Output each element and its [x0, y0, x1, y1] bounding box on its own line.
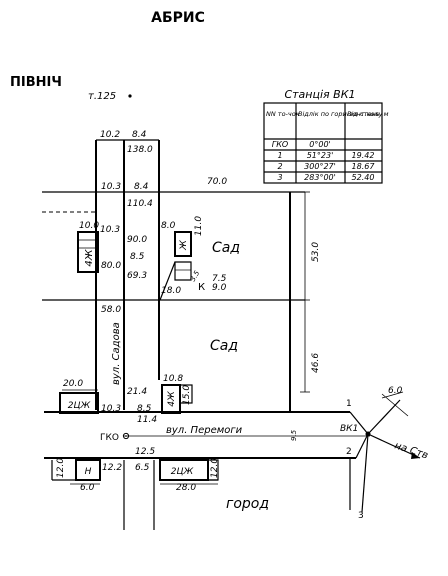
- page-title: АБРИС: [151, 10, 205, 26]
- measure: 12.5: [135, 447, 155, 457]
- k-label: К: [198, 282, 205, 293]
- measure: 8.0: [161, 221, 176, 231]
- measure: 58.0: [101, 305, 121, 315]
- measure: 15.0: [182, 385, 192, 405]
- table-cell: 18.67: [352, 162, 376, 171]
- building-label: 2ЦЖ: [171, 467, 194, 477]
- measure: 8.5: [130, 252, 145, 262]
- table-cell: 300°27': [304, 162, 336, 171]
- measure: 11.0: [194, 216, 204, 236]
- building-label: 4Ж: [84, 248, 95, 266]
- building-n: Н: [75, 459, 101, 481]
- garden-label-1: Сад: [212, 240, 240, 256]
- building-4zh-right: 4Ж: [161, 384, 193, 414]
- table-cell: 51°23': [307, 151, 334, 160]
- station-table-title: Станція ВК1: [284, 88, 355, 101]
- measure: 11.4: [137, 415, 157, 425]
- measure: 9.0: [212, 283, 227, 293]
- vk1-label: ВК1: [340, 424, 358, 434]
- measure: 7.5: [212, 274, 227, 284]
- measure: 70.0: [207, 177, 227, 187]
- measure: 8.4: [132, 130, 147, 140]
- point-1-label: 1: [346, 399, 352, 409]
- gko-label: ГКО: [100, 433, 119, 443]
- building-zh: Ж: [174, 231, 192, 257]
- table-cell: 0°00': [309, 140, 330, 149]
- building-2czh-left: 2ЦЖ: [59, 392, 99, 414]
- point-2-label: 2: [346, 447, 352, 457]
- table-header-distance: Від-стань, м: [347, 110, 389, 118]
- measure: 12.0: [56, 458, 66, 478]
- measure: 12.2: [102, 463, 122, 473]
- measure: 10.3: [101, 404, 121, 414]
- measure: 12.0: [210, 458, 220, 478]
- point-3-label: 3: [358, 511, 364, 521]
- building-label: Н: [85, 467, 92, 477]
- measure: 90.0: [127, 235, 147, 245]
- measure: 10.2: [100, 130, 120, 140]
- yard-label: город: [226, 496, 269, 512]
- survey-point-label: т.125: [88, 91, 116, 102]
- table-cell: 2: [277, 162, 282, 171]
- measure: 8.5: [137, 404, 152, 414]
- measure: 69.3: [127, 271, 147, 281]
- building-4zh-left: 4Ж: [77, 231, 99, 273]
- gko-marker: [122, 432, 130, 440]
- measure: 6.5: [135, 463, 150, 473]
- building-label: 4Ж: [167, 391, 177, 407]
- measure: 138.0: [127, 145, 153, 155]
- table-cell: ГКО: [272, 140, 288, 149]
- table-cell: 19.42: [352, 151, 375, 160]
- measure: 10.3: [100, 225, 120, 235]
- measure: 80.0: [101, 261, 121, 271]
- measure: 18.0: [161, 286, 181, 296]
- garden-label-2: Сад: [210, 338, 238, 354]
- station-table: Станція ВК1 NN то-чок Відлік по гори-зон…: [263, 88, 389, 184]
- measure: 46.6: [311, 353, 321, 373]
- table-header-points: NN то-чок: [266, 110, 300, 118]
- measure: 53.0: [311, 242, 321, 262]
- street-sadova-label: вул. Садова: [111, 322, 122, 385]
- table-cell: 283°00': [304, 173, 336, 182]
- building-label: 2ЦЖ: [68, 401, 91, 411]
- measure: 28.0: [176, 483, 196, 493]
- building-label: Ж: [179, 240, 189, 251]
- measure: 9.5: [290, 429, 298, 441]
- street-peremogy-label: вул. Перемоги: [166, 425, 243, 436]
- measure: 6.0: [80, 483, 95, 493]
- gko-center: [125, 435, 127, 437]
- measure: 10.0: [79, 221, 99, 231]
- measure: 10.8: [163, 374, 183, 384]
- table-cell: 3: [277, 173, 282, 182]
- measure: 110.4: [127, 199, 153, 209]
- station-rays: [349, 391, 421, 513]
- table-cell: 52.40: [352, 173, 375, 182]
- table-cell: 1: [277, 151, 282, 160]
- table-header-angle: Відлік по гори-зонт.колу: [298, 110, 383, 118]
- measure: 8.4: [134, 182, 149, 192]
- survey-point-marker: [128, 94, 132, 98]
- measure: 20.0: [63, 379, 83, 389]
- measurements: 10.2 8.4 138.0 10.3 8.4 70.0 110.4 10.0 …: [56, 130, 403, 493]
- measure: 10.3: [101, 182, 121, 192]
- north-label: ПІВНІЧ: [10, 75, 62, 90]
- measure: 6.0: [388, 386, 403, 396]
- shed-k: [159, 261, 192, 301]
- measure: 21.4: [127, 387, 147, 397]
